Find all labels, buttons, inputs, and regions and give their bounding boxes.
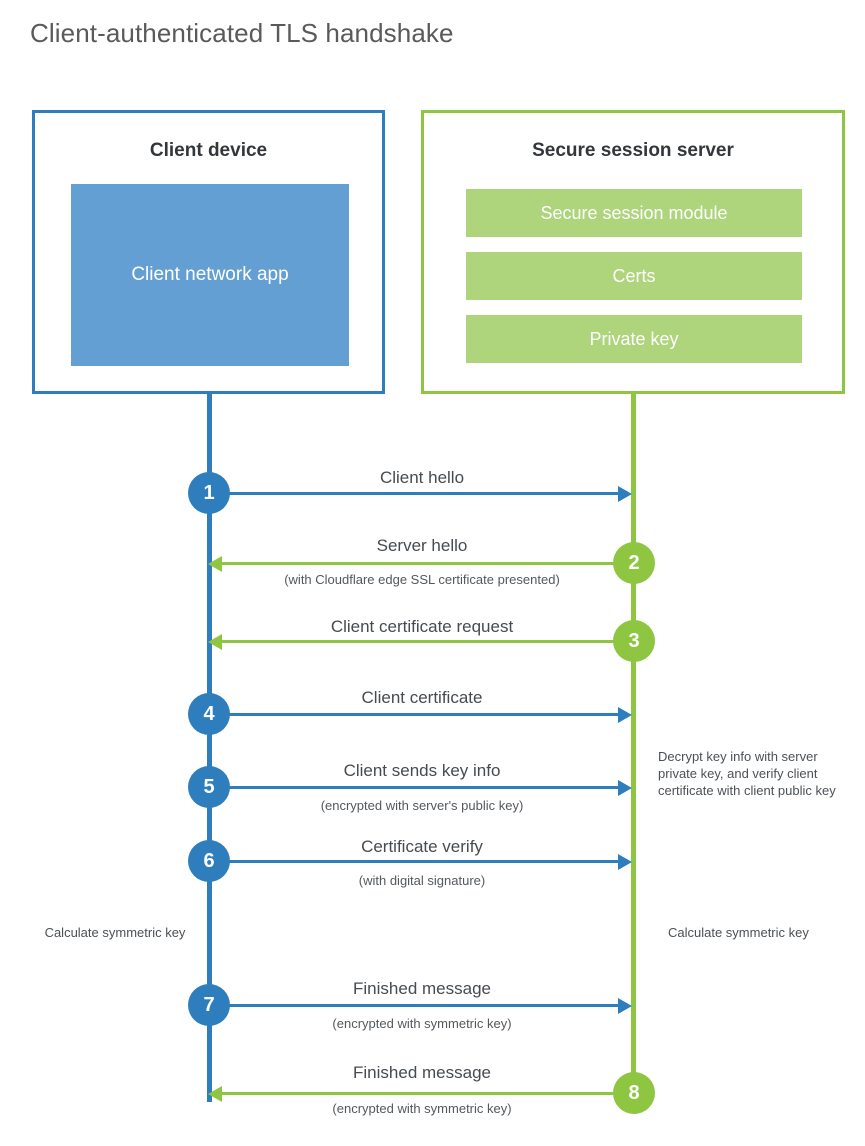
server-component-certs: Certs bbox=[466, 252, 802, 300]
step-2-label: Server hello bbox=[376, 536, 468, 555]
secure-session-server-box: Secure session server Secure session mod… bbox=[421, 110, 845, 394]
step-7-arrow-line bbox=[209, 1004, 619, 1007]
note-decrypt-key-info: Decrypt key info with server private key… bbox=[658, 749, 836, 798]
step-8-label: Finished message bbox=[353, 1063, 491, 1082]
step-7-arrow-head-icon bbox=[618, 998, 632, 1014]
step-5-arrow-head-icon bbox=[618, 780, 632, 796]
server-lifeline bbox=[631, 392, 636, 1094]
step-8-sublabel: (encrypted with symmetric key) bbox=[332, 1101, 512, 1116]
step-1-number-badge: 1 bbox=[188, 472, 230, 514]
step-4-arrow-head-icon bbox=[618, 707, 632, 723]
step-1-arrow-line bbox=[209, 492, 619, 495]
step-6-sublabel: (with digital signature) bbox=[358, 873, 486, 888]
note-calculate-symmetric-key-server: Calculate symmetric key bbox=[668, 925, 809, 940]
step-3-arrow-line bbox=[222, 640, 634, 643]
note-calculate-symmetric-key-client: Calculate symmetric key bbox=[44, 925, 186, 940]
step-5-label: Client sends key info bbox=[343, 761, 501, 780]
step-2-sublabel: (with Cloudflare edge SSL certificate pr… bbox=[284, 572, 560, 587]
step-3-arrow-head-icon bbox=[208, 634, 222, 650]
step-5-number-badge: 5 bbox=[188, 766, 230, 808]
client-device-title: Client device bbox=[149, 140, 268, 161]
server-component-private-key: Private key bbox=[466, 315, 802, 363]
step-5-arrow-line bbox=[209, 786, 619, 789]
server-component-secure-session-module: Secure session module bbox=[466, 189, 802, 237]
step-6-arrow-head-icon bbox=[618, 854, 632, 870]
step-2-arrow-head-icon bbox=[208, 556, 222, 572]
step-4-number-badge: 4 bbox=[188, 693, 230, 735]
secure-session-server-title: Secure session server bbox=[532, 140, 734, 161]
step-7-number-badge: 7 bbox=[188, 984, 230, 1026]
step-1-label: Client hello bbox=[379, 468, 465, 487]
step-8-arrow-head-icon bbox=[208, 1086, 222, 1102]
step-2-number-badge: 2 bbox=[613, 542, 655, 584]
step-6-label: Certificate verify bbox=[361, 837, 483, 856]
client-lifeline bbox=[207, 392, 212, 1102]
client-network-app-block: Client network app bbox=[71, 184, 349, 366]
step-8-arrow-line bbox=[222, 1092, 634, 1095]
step-1-arrow-head-icon bbox=[618, 486, 632, 502]
page-title: Client-authenticated TLS handshake bbox=[30, 18, 454, 48]
step-7-sublabel: (encrypted with symmetric key) bbox=[332, 1016, 512, 1031]
step-4-label: Client certificate bbox=[361, 688, 483, 707]
step-7-label: Finished message bbox=[353, 979, 491, 998]
step-4-arrow-line bbox=[209, 713, 619, 716]
step-5-sublabel: (encrypted with server's public key) bbox=[320, 798, 524, 813]
step-3-number-badge: 3 bbox=[613, 620, 655, 662]
step-6-number-badge: 6 bbox=[188, 840, 230, 882]
step-2-arrow-line bbox=[222, 562, 634, 565]
step-6-arrow-line bbox=[209, 860, 619, 863]
client-device-box: Client device Client network app bbox=[32, 110, 385, 394]
step-8-number-badge: 8 bbox=[613, 1072, 655, 1114]
step-3-label: Client certificate request bbox=[330, 617, 514, 636]
